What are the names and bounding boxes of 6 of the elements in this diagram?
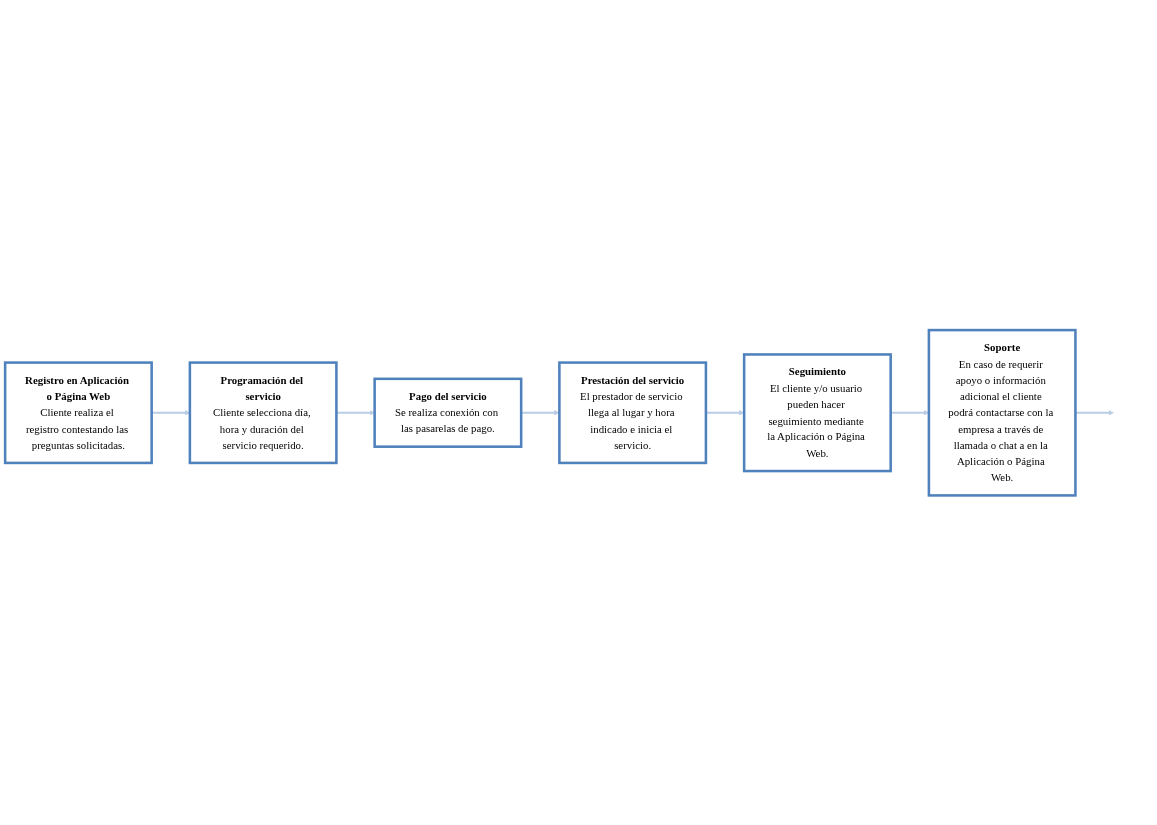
node-box: Prestación del servicio El prestador de servicio llega al lugar y hora indicado e inicia el servicio. xyxy=(558,361,708,464)
node-box: Seguimiento El cliente y/o usuario pueden hacer seguimiento mediante la Aplicación o Página Web. xyxy=(742,352,892,473)
node-box: Registro en Aplicación o Página Web Cliente realiza el registro contestando las preguntas solicitadas. xyxy=(3,361,153,464)
node-box: Soporte En caso de requerir apoyo o información adicional el cliente podrá contactarse con la empresa a través de llamada o chat a en la Aplicación o Página Web. xyxy=(927,328,1077,497)
node-box: Programación del servicio Cliente selecciona día, hora y duración del servicio requerido. xyxy=(188,361,338,464)
node-box: Pago del servicio Se realiza conexión con las pasarelas de pago. xyxy=(373,377,523,448)
